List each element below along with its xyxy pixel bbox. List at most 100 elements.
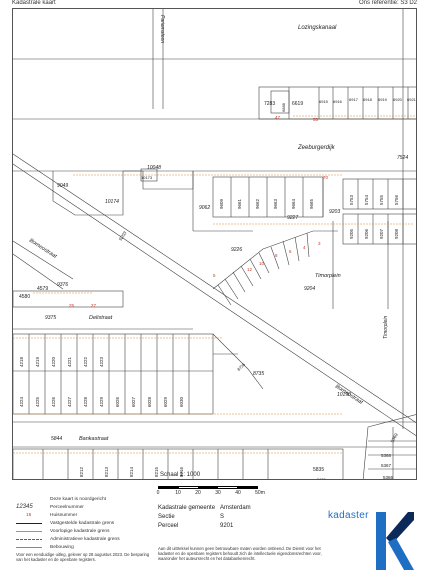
parcel-6030: 6030: [179, 396, 184, 407]
parcel-4226: 4226: [51, 396, 56, 407]
parcel-4223: 4223: [99, 356, 104, 367]
address-label-rows: [13, 115, 416, 454]
parcel-4229: 4229: [99, 396, 104, 407]
house-12: 12: [247, 267, 253, 272]
kadaster-k-icon: [376, 512, 414, 570]
parcel-9204: 9204: [304, 286, 315, 292]
parcel-4218: 4218: [19, 356, 24, 367]
parcel-4224: 4224: [19, 396, 24, 407]
parcel-7524: 7524: [397, 155, 408, 161]
parcel-6619: 6619: [292, 101, 303, 107]
parcel-numbers: 7283 6619 6888 6915 6916 6917 6918 6919 …: [19, 97, 417, 480]
scale-tick-50: 50m: [255, 490, 265, 496]
scale-bar: Schaal 1: 1000 0 10 20 30 40 50m: [140, 472, 290, 498]
parcel-9375: 9375: [45, 315, 56, 321]
house-70: 70: [323, 175, 329, 180]
parcel-9203b: 9203: [118, 230, 128, 241]
header-left: Kadastrale kaart: [12, 0, 56, 6]
parcel-9226: 9226: [231, 247, 242, 253]
perceel-value: 9201: [220, 523, 234, 529]
parcel-6028: 6028: [147, 396, 152, 407]
parcel-9206: 9206: [364, 228, 369, 239]
street-timorplein-vertical: Timorplein: [383, 315, 389, 339]
scale-tick-10: 10: [175, 490, 181, 496]
scale-tick-30: 30: [215, 490, 221, 496]
parcel-9661: 9661: [237, 198, 242, 209]
parcel-8735: 8735: [253, 371, 264, 377]
footnote: Voor een eenduidige uitleg, gelever op 2…: [16, 552, 150, 562]
header-right: Ons referentie: S3 D2: [358, 0, 417, 6]
parcel-10190: 10190: [337, 392, 351, 398]
scale-bar-graphic: [158, 486, 258, 489]
parcel-9376: 9376: [57, 282, 68, 288]
parcel-6029: 6029: [163, 396, 168, 407]
parcel-5366: 5366: [383, 475, 394, 480]
parcel-8215: 8215: [154, 466, 159, 477]
parcel-6919: 6919: [378, 97, 388, 102]
parcel-5369: 5369: [390, 432, 400, 444]
parcel-7283: 7283: [264, 101, 275, 107]
parcel-9663: 9663: [273, 198, 278, 209]
street-bankastraat: Bankastraat: [79, 436, 109, 442]
top-header: Kadastrale kaart Ons referentie: S3 D2: [0, 0, 431, 8]
disclaimer: Aan dit uittreksel kunnen geen betrouwba…: [158, 546, 322, 561]
house-47: 47: [275, 115, 281, 120]
parcel-5753: 5753: [349, 194, 354, 205]
parcel-9203: 9203: [329, 209, 340, 215]
parcel-9662: 9662: [255, 198, 260, 209]
parcel-9665: 9665: [309, 198, 314, 209]
parcel-4220: 4220: [51, 356, 56, 367]
parcel-9207: 9207: [379, 228, 384, 239]
vertical-parcel-numbers: 9609 9661 9662 9663 9664 9665 5753 5754 …: [19, 194, 399, 477]
house-numbers: 27 25 12 10 8 6 4 3 70 47 55 5: [69, 115, 329, 308]
parcel-5754: 5754: [364, 194, 369, 205]
house-27: 27: [91, 303, 97, 308]
legend-sym-north: [16, 496, 42, 503]
house-8: 8: [275, 253, 278, 258]
parcel-8736: 8736: [236, 361, 246, 371]
parcel-8213: 8213: [104, 466, 109, 477]
parcel-5836: 5836: [317, 477, 327, 480]
street-labels: Lozingskanaal Zeeburgerdijk Borneostraat…: [28, 15, 389, 442]
parcel-5368: 5368: [381, 453, 392, 458]
house-6: 6: [289, 249, 292, 254]
parcel-9609: 9609: [219, 198, 224, 209]
house-4: 4: [303, 245, 306, 250]
parcel-4228: 4228: [83, 396, 88, 407]
gemeente-value: Amsterdam: [220, 505, 251, 511]
parcel-4225: 4225: [35, 396, 40, 407]
parcel-9227: 9227: [287, 215, 298, 221]
house-55: 55: [313, 117, 319, 122]
parcel-4580: 4580: [19, 294, 30, 300]
sectie-value: S: [220, 514, 225, 520]
parcel-6917: 6917: [349, 97, 359, 102]
parcel-6888: 6888: [281, 102, 286, 112]
parcel-4219: 4219: [35, 356, 40, 367]
map-legend-area: Deze kaart is noordgericht 12345 Perceel…: [12, 496, 417, 573]
parcel-6915: 6915: [319, 99, 329, 104]
parcel-8212: 8212: [79, 466, 84, 477]
cadastral-map: Lozingskanaal Zeeburgerdijk Borneostraat…: [12, 8, 417, 480]
parcel-6918: 6918: [363, 97, 373, 102]
parcel-boundaries: [13, 9, 416, 479]
parcel-5844: 5844: [51, 436, 62, 442]
house-3: 3: [318, 241, 321, 246]
house-5: 5: [213, 273, 216, 278]
parcel-6916: 6916: [333, 99, 343, 104]
parcel-6026: 6026: [115, 396, 120, 407]
sectie-label: Sectie: [158, 514, 175, 520]
parcel-4221: 4221: [67, 356, 72, 367]
parcel-6921: 6921: [407, 97, 417, 102]
scale-tick-20: 20: [195, 490, 201, 496]
parcel-9664: 9664: [291, 198, 296, 209]
parcel-10048: 10048: [147, 165, 161, 171]
parcel-9062: 9062: [199, 205, 210, 211]
perceel-label: Perceel: [158, 523, 179, 529]
parcel-4227: 4227: [67, 396, 72, 407]
parcel-5835: 5835: [313, 467, 324, 473]
parcel-6027: 6027: [131, 396, 136, 407]
street-zeeburgerdijk: Zeeburgerdijk: [297, 145, 336, 151]
parcel-10174: 10174: [105, 199, 119, 205]
parcel-6920: 6920: [393, 97, 403, 102]
